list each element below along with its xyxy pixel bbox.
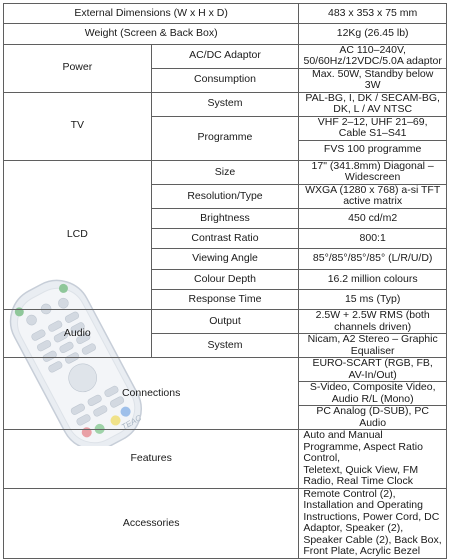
- table-row: Viewing Angle 85°/85°/85°/85° (L/R/U/D): [4, 248, 447, 270]
- table-row: Programme VHF 2–12, UHF 21–69, Cable S1–…: [4, 115, 447, 161]
- size-value: 17" (341.8mm) Diagonal – Widescreen: [298, 159, 447, 185]
- audio-output-label: Output: [150, 309, 300, 335]
- programme-value-1: VHF 2–12, UHF 21–69, Cable S1–S41: [298, 115, 447, 141]
- audio-system-value: Nicam, A2 Stereo – Graphic Equaliser: [298, 333, 447, 359]
- size-label: Size: [150, 159, 300, 185]
- table-row: Brightness 450 cd/m2: [4, 207, 447, 230]
- table-row: Audio Output 2.5W + 2.5W RMS (both chann…: [3, 309, 447, 359]
- response-time-value: 15 ms (Typ): [298, 289, 447, 311]
- table-row: Response Time 15 ms (Typ): [4, 289, 447, 311]
- table-row: FVS 100 programme: [4, 139, 447, 161]
- audio-system-label: System: [150, 333, 300, 359]
- consumption-label: Consumption: [150, 67, 300, 93]
- table-row: Power AC/DC Adaptor AC 110–240V, 50/60Hz…: [3, 43, 447, 93]
- programme-value-2: FVS 100 programme: [298, 139, 447, 161]
- contrast-label: Contrast Ratio: [150, 228, 300, 250]
- accessories-line: Instructions, Power Cord, DC Adaptor, Sp…: [303, 510, 440, 535]
- consumption-value: Max. 50W, Standby below 3W: [298, 67, 447, 93]
- table-row: PC Analog (D-SUB), PC Audio: [4, 405, 447, 431]
- resolution-label: Resolution/Type: [150, 183, 300, 209]
- viewing-angle-label: Viewing Angle: [150, 248, 300, 270]
- accessories-category: Accessories: [2, 487, 300, 559]
- table-row: Accessories Remote Control (2), Installa…: [2, 487, 447, 559]
- power-category: Power: [3, 43, 152, 93]
- response-time-label: Response Time: [150, 289, 300, 311]
- connection-value: S-Video, Composite Video, Audio R/L (Mon…: [298, 381, 447, 407]
- adaptor-value: AC 110–240V, 50/60Hz/12VDC/5.0A adaptor: [298, 43, 447, 69]
- accessories-line: Speaker Cable (2), Back Box, Front Plate…: [303, 533, 442, 558]
- audio-category: Audio: [3, 309, 152, 359]
- external-dimensions-value: 483 x 353 x 75 mm: [298, 2, 447, 25]
- table-row: TV System PAL-BG, I, DK / SECAM-BG, DK, …: [3, 91, 447, 161]
- accessories-value: Remote Control (2), Installation and Ope…: [298, 487, 447, 559]
- table-row: External Dimensions (W x H x D) 483 x 35…: [2, 2, 447, 25]
- connection-value: EURO-SCART (RGB, FB, AV-In/Out): [298, 357, 447, 383]
- accessories-line: Remote Control (2), Installation and Ope…: [303, 487, 423, 512]
- brightness-value: 450 cd/m2: [298, 207, 447, 230]
- colour-depth-label: Colour Depth: [150, 268, 300, 291]
- tv-category: TV: [3, 91, 152, 161]
- table-row: LCD Size 17" (341.8mm) Diagonal – Widesc…: [3, 159, 447, 311]
- audio-output-value: 2.5W + 2.5W RMS (both channels driven): [298, 309, 447, 335]
- brightness-label: Brightness: [150, 207, 300, 230]
- tv-system-value: PAL-BG, I, DK / SECAM-BG, DK, L / AV NTS…: [298, 91, 447, 117]
- table-row: Resolution/Type WXGA (1280 x 768) a-si T…: [4, 183, 447, 209]
- features-category: Features: [2, 429, 300, 489]
- features-value: Auto and Manual Programme, Aspect Ratio …: [298, 429, 447, 489]
- resolution-value: WXGA (1280 x 768) a-si TFT active matrix: [298, 183, 447, 209]
- features-line: Auto and Manual Programme, Aspect Ratio …: [303, 429, 423, 465]
- external-dimensions-label: External Dimensions (W x H x D): [2, 2, 300, 25]
- table-row: Connections EURO-SCART (RGB, FB, AV-In/O…: [2, 357, 447, 431]
- table-row: Consumption Max. 50W, Standby below 3W: [4, 67, 447, 93]
- features-line: Teletext, Quick View, FM Radio, Real Tim…: [303, 463, 419, 488]
- connection-value: PC Analog (D-SUB), PC Audio: [298, 405, 447, 431]
- weight-value: 12Kg (26.45 lb): [298, 23, 447, 45]
- weight-label: Weight (Screen & Back Box): [2, 23, 300, 45]
- lcd-category: LCD: [3, 159, 152, 311]
- connections-category: Connections: [2, 357, 300, 431]
- table-row: Weight (Screen & Back Box) 12Kg (26.45 l…: [2, 23, 447, 45]
- colour-depth-value: 16.2 million colours: [298, 268, 447, 291]
- programme-label: Programme: [150, 115, 300, 161]
- tv-system-label: System: [150, 91, 300, 117]
- table-row: Colour Depth 16.2 million colours: [4, 268, 447, 291]
- table-row: Features Auto and Manual Programme, Aspe…: [2, 429, 447, 489]
- adaptor-label: AC/DC Adaptor: [150, 43, 300, 69]
- contrast-value: 800:1: [298, 228, 447, 250]
- viewing-angle-value: 85°/85°/85°/85° (L/R/U/D): [298, 248, 447, 270]
- table-row: System Nicam, A2 Stereo – Graphic Equali…: [4, 333, 447, 359]
